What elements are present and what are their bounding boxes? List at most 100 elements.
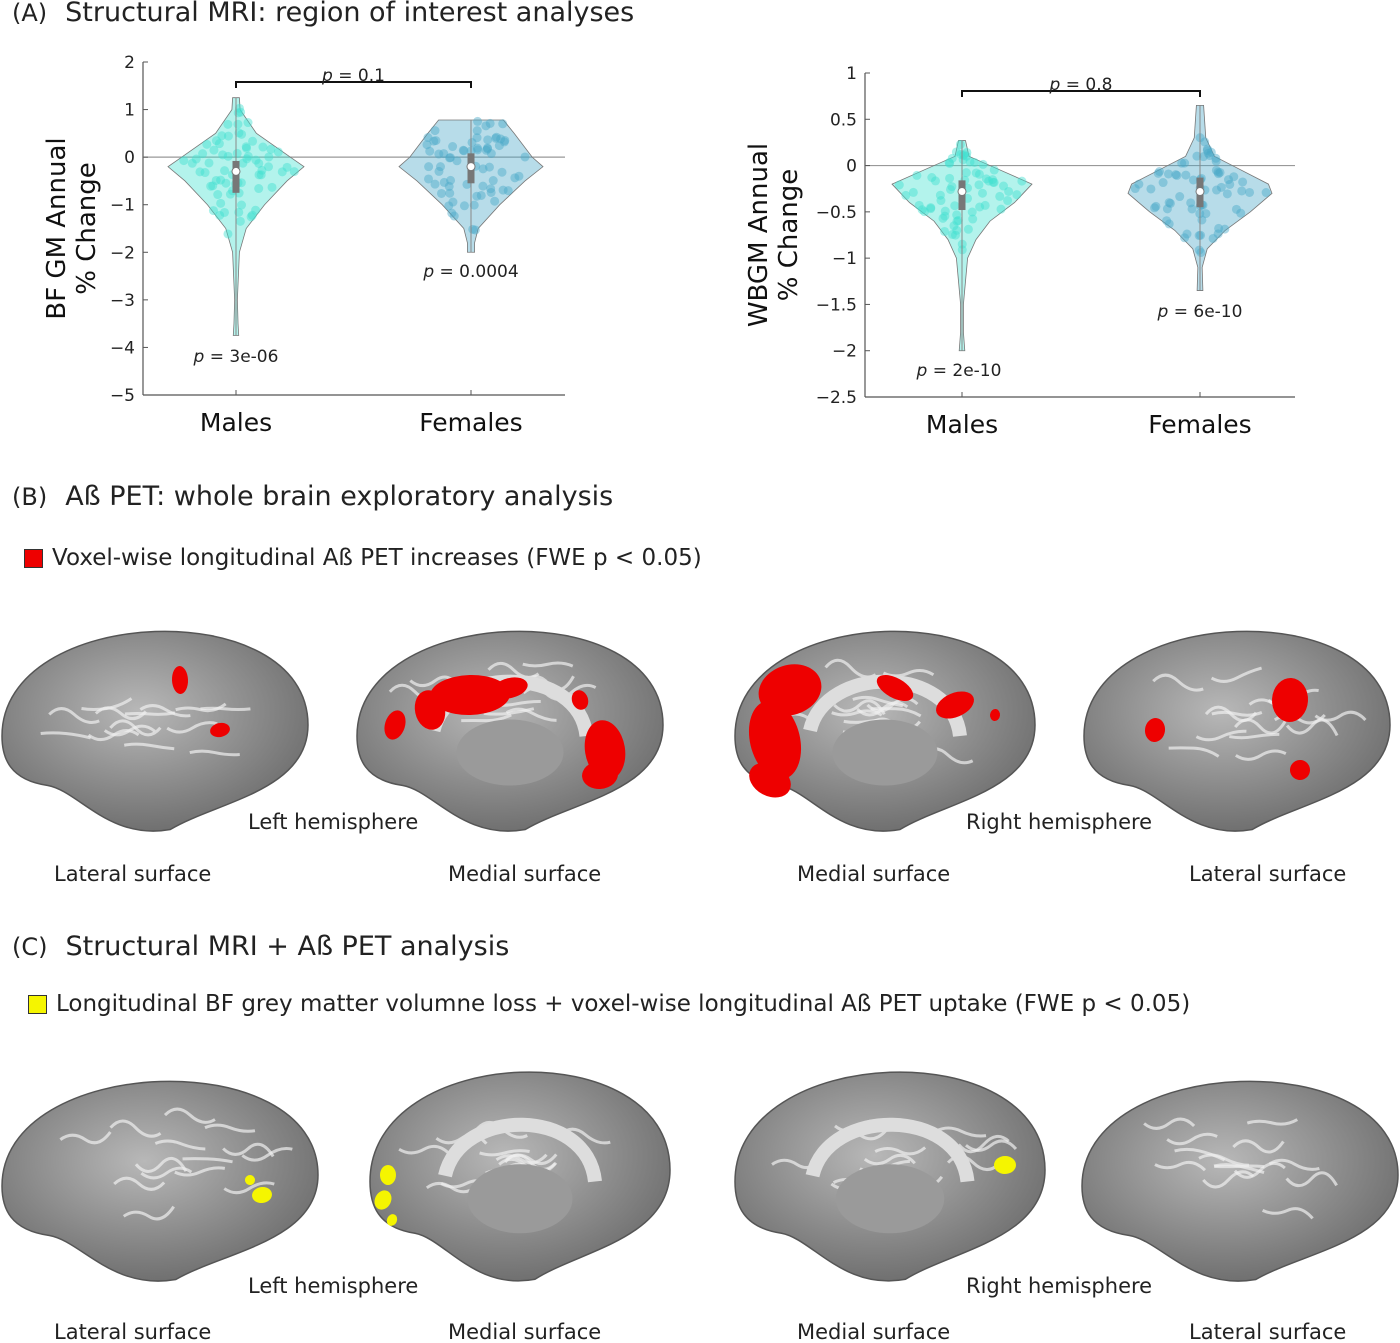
b-view-label: Lateral surface	[1189, 862, 1347, 886]
data-point	[952, 216, 962, 226]
activation-cluster	[989, 709, 1001, 721]
data-point	[424, 174, 434, 184]
data-point	[947, 182, 957, 192]
data-point	[497, 167, 507, 177]
data-point	[219, 207, 229, 217]
data-point	[242, 143, 252, 153]
data-point	[251, 155, 261, 165]
data-point	[1224, 175, 1234, 185]
data-point	[452, 156, 462, 166]
gyrus	[1210, 666, 1262, 683]
median-marker	[957, 186, 967, 196]
data-point	[216, 198, 226, 208]
comparison-p-label: p = 0.1	[321, 66, 385, 86]
data-point	[500, 135, 510, 145]
data-point	[221, 178, 231, 188]
gyrus	[139, 704, 191, 718]
data-point	[956, 149, 966, 159]
thalamus	[835, 1164, 945, 1234]
gyrus	[122, 1205, 175, 1221]
y-tick-label: −1	[832, 249, 857, 269]
gyrus	[522, 661, 574, 668]
data-point	[945, 184, 955, 194]
data-point	[234, 128, 244, 138]
activation-cluster	[876, 674, 914, 702]
data-point	[469, 200, 479, 210]
activation-cluster	[582, 760, 618, 790]
data-point	[448, 197, 458, 207]
x-tick-label: Males	[200, 408, 272, 437]
data-point	[978, 159, 988, 169]
data-point	[220, 166, 230, 176]
data-point	[459, 201, 469, 211]
data-point	[971, 168, 981, 178]
gyrus	[1152, 673, 1204, 692]
group-p-label: p = 3e-06	[193, 347, 279, 367]
data-point	[950, 201, 960, 211]
gyrus	[505, 707, 557, 722]
data-point	[959, 151, 969, 161]
data-point	[435, 162, 445, 172]
data-point	[919, 207, 929, 217]
data-point	[258, 142, 268, 152]
data-point	[422, 140, 432, 150]
data-point	[952, 225, 962, 235]
gyrus	[831, 709, 883, 717]
data-point	[1150, 203, 1160, 213]
median-marker	[231, 166, 241, 176]
activation-cluster	[210, 722, 230, 738]
data-point	[1208, 233, 1218, 243]
data-point	[1229, 172, 1239, 182]
data-point	[945, 173, 955, 183]
gyrus	[166, 721, 218, 734]
b-view-label: Lateral surface	[54, 862, 212, 886]
data-point	[439, 149, 449, 159]
data-point	[202, 139, 212, 149]
c-view-label: Lateral surface	[1189, 1320, 1347, 1343]
data-point	[1200, 137, 1210, 147]
data-point	[1154, 167, 1164, 177]
data-point	[248, 136, 258, 146]
activation-cluster	[252, 1186, 272, 1204]
data-point	[208, 181, 218, 191]
y-tick-label: 0.5	[830, 110, 857, 130]
panel-b-legend: Voxel-wise longitudinal Aß PET increases…	[24, 545, 702, 571]
gyrus	[1195, 729, 1247, 742]
data-point	[251, 205, 261, 215]
panel-c-letter: (C)	[12, 933, 48, 961]
data-point	[246, 212, 256, 222]
data-point	[1151, 201, 1161, 211]
panel-c-legend-text: Longitudinal BF grey matter volumne loss…	[56, 991, 1191, 1017]
data-point	[232, 148, 242, 158]
data-point	[494, 141, 504, 151]
data-point	[1214, 223, 1224, 233]
data-point	[1237, 186, 1247, 196]
data-point	[1213, 229, 1223, 239]
b-left-hemisphere-label: Left hemisphere	[248, 810, 419, 834]
data-point	[1202, 146, 1212, 156]
data-point	[1146, 184, 1156, 194]
data-point	[1211, 165, 1221, 175]
activation-cluster	[414, 690, 446, 730]
data-point	[927, 172, 937, 182]
gyrus	[1174, 1147, 1226, 1162]
data-point	[483, 144, 493, 154]
data-point	[1196, 248, 1206, 258]
data-point	[1180, 233, 1190, 243]
data-point	[977, 188, 987, 198]
data-point	[940, 206, 950, 216]
gyrus	[957, 1134, 1010, 1154]
data-point	[423, 133, 433, 143]
data-point	[254, 170, 264, 180]
data-point	[953, 216, 963, 226]
data-point	[980, 200, 990, 210]
red-legend-swatch	[24, 548, 43, 568]
data-point	[1222, 189, 1232, 199]
yellow-legend-swatch	[28, 994, 47, 1014]
data-point	[211, 136, 221, 146]
median-marker	[1195, 186, 1205, 196]
data-point	[499, 137, 509, 147]
gyrus	[200, 706, 251, 712]
data-point	[969, 157, 979, 167]
data-point	[458, 145, 468, 155]
